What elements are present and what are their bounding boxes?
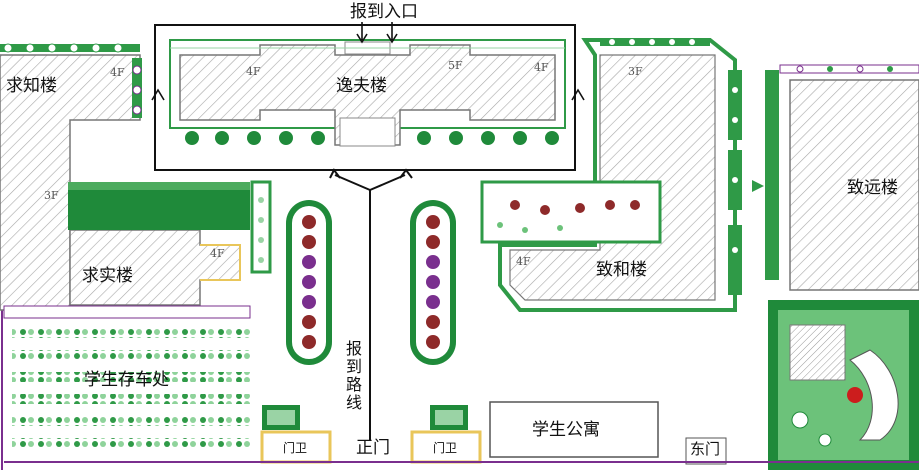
southeast-garden — [768, 300, 919, 470]
registration-entrance-label: 报到入口 — [350, 2, 418, 22]
bike-parking-label[interactable]: 学生存车处 — [84, 370, 169, 390]
zhihe-floor: 4F — [516, 255, 531, 268]
dormitory-building[interactable] — [489, 401, 659, 458]
zhihe-building[interactable] — [480, 38, 737, 312]
yifu-floor-right: 4F — [534, 61, 549, 74]
guardhouse-left-box[interactable] — [260, 405, 332, 464]
yifu-label[interactable]: 逸夫楼 — [336, 76, 387, 96]
dormitory-label[interactable]: 学生公寓 — [532, 420, 600, 440]
zhiyuan-building[interactable] — [779, 64, 919, 291]
yifu-tree-row — [185, 131, 559, 145]
green-garden-block — [68, 180, 272, 274]
yifu-floor-mid: 5F — [448, 59, 463, 72]
tree-row-top-right — [600, 38, 710, 46]
route-path — [329, 168, 413, 440]
bike-parking-area[interactable] — [3, 305, 260, 463]
tree-row-top-left — [0, 43, 140, 53]
east-gate-label[interactable]: 东门 — [690, 440, 721, 458]
qiushi-building[interactable] — [69, 229, 241, 306]
green-strip-east — [728, 70, 779, 295]
east-gate-box[interactable] — [685, 437, 727, 465]
yifu-building[interactable] — [169, 39, 566, 147]
qiuzhi-floor-side: 3F — [44, 189, 59, 202]
zhihe-label[interactable]: 致和楼 — [596, 260, 647, 280]
qiushi-label[interactable]: 求实楼 — [82, 266, 133, 286]
yifu-floor-left: 4F — [246, 65, 261, 78]
entrance-arrows — [151, 22, 585, 101]
qiushi-floor: 4F — [210, 247, 225, 260]
planter-left — [286, 200, 332, 365]
zhiyuan-label[interactable]: 致远楼 — [847, 178, 898, 198]
planter-right — [410, 200, 456, 365]
qiuzhi-label[interactable]: 求知楼 — [6, 76, 57, 96]
qiuzhi-floor: 4F — [110, 66, 125, 79]
guardhouse-right-label: 门卫 — [433, 441, 458, 455]
guardhouse-left-label: 门卫 — [283, 441, 308, 455]
main-gate-label[interactable]: 正门 — [356, 438, 390, 458]
yifu-highlight-frame — [154, 24, 576, 171]
route-label: 报到路线 — [343, 340, 362, 412]
zhihe-floor-top: 3F — [628, 65, 643, 78]
